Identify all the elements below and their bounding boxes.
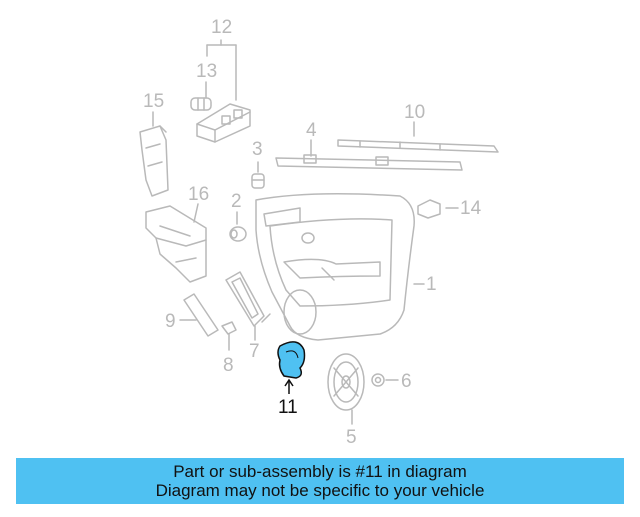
- callout-3: 3: [252, 139, 263, 160]
- callout-14: 14: [460, 198, 482, 219]
- callout-5: 5: [346, 427, 357, 448]
- part-6-grommet: [371, 373, 399, 387]
- part-9-strap: [179, 293, 219, 337]
- part-14-clip: [417, 199, 459, 219]
- callout-11[interactable]: 11: [278, 397, 298, 418]
- part-12-leader: [206, 39, 237, 101]
- callout-13: 13: [196, 61, 218, 82]
- part-10-strip: [337, 121, 499, 153]
- callout-15: 15: [143, 91, 165, 112]
- part-11-highlighted[interactable]: [277, 341, 306, 394]
- part-15-trim: [139, 111, 169, 197]
- callout-6: 6: [401, 371, 412, 392]
- part-5-speaker: [327, 353, 365, 425]
- callout-4: 4: [306, 120, 317, 141]
- info-banner: Part or sub-assembly is #11 in diagram D…: [16, 458, 624, 504]
- callout-10: 10: [404, 102, 426, 123]
- part-1-door-panel: [255, 193, 425, 341]
- part-7-bezel: [225, 271, 271, 341]
- banner-line-1: Part or sub-assembly is #11 in diagram: [173, 462, 467, 481]
- part-12-switch: [196, 103, 251, 143]
- part-2-bushing: [229, 211, 247, 242]
- banner-line-2: Diagram may not be specific to your vehi…: [155, 481, 485, 500]
- part-4-molding: [275, 139, 463, 171]
- callout-8: 8: [223, 355, 234, 376]
- part-13-clip: [190, 81, 212, 111]
- callout-7: 7: [249, 341, 260, 362]
- callout-9: 9: [165, 311, 176, 332]
- part-16-panel: [145, 203, 207, 283]
- callout-1: 1: [426, 274, 437, 295]
- callout-2: 2: [231, 191, 242, 212]
- part-3-grommet: [251, 161, 265, 189]
- callout-16: 16: [188, 184, 210, 205]
- part-8-clip: [221, 321, 237, 351]
- callout-12: 12: [211, 17, 233, 38]
